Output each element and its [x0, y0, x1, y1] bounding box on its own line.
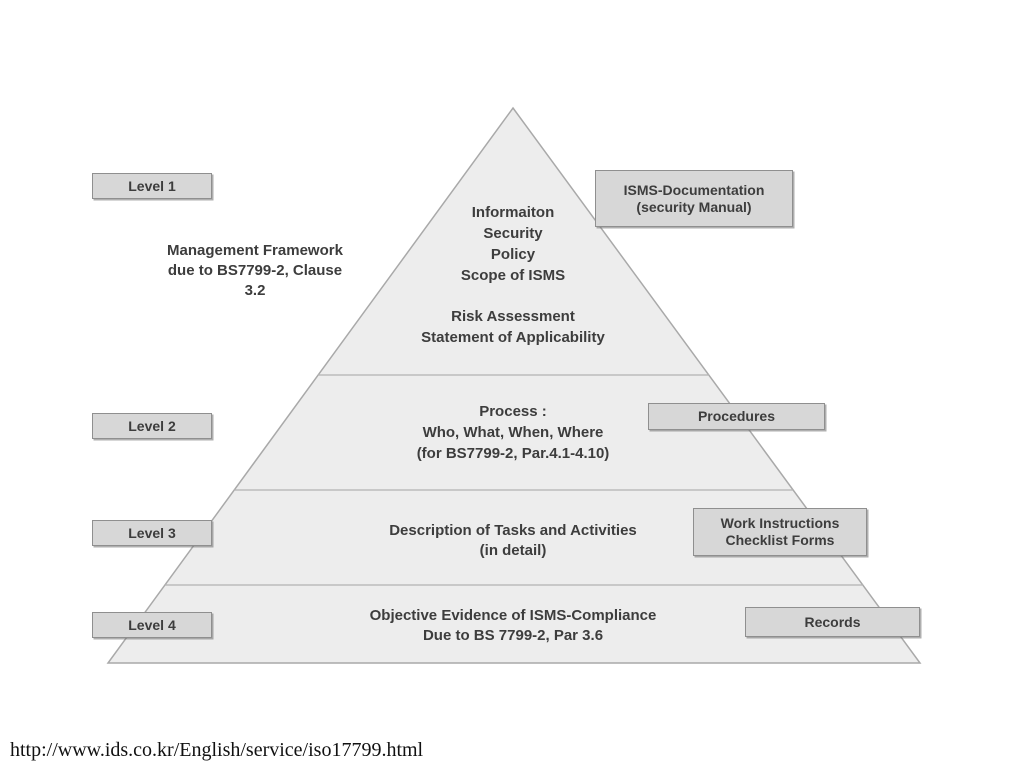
records-box: Records: [745, 607, 920, 637]
level-2-content: Process : Who, What, When, Where (for BS…: [416, 403, 610, 462]
level-4-label-box: Level 4: [92, 612, 212, 638]
source-url: http://www.ids.co.kr/English/service/iso…: [10, 739, 424, 761]
level-1-label-box: Level 1: [92, 173, 212, 199]
pyramid-outline: [106, 106, 922, 664]
isms-documentation-box: ISMS-Documentation (security Manual): [595, 170, 793, 227]
level-1-content-top: Informaiton Security Policy Scope of ISM…: [460, 204, 566, 284]
level-2-label-box: Level 2: [92, 413, 212, 439]
level-1-content-bottom: Risk Assessment Statement of Applicabili…: [421, 308, 605, 346]
level-3-content: Description of Tasks and Activities (in …: [389, 522, 637, 559]
work-instructions-box: Work Instructions Checklist Forms: [693, 508, 867, 556]
level-4-content: Objective Evidence of ISMS-Compliance Du…: [369, 607, 657, 644]
management-framework-note: Management Framework due to BS7799-2, Cl…: [167, 242, 343, 299]
level-3-label-box: Level 3: [92, 520, 212, 546]
procedures-box: Procedures: [648, 403, 825, 430]
